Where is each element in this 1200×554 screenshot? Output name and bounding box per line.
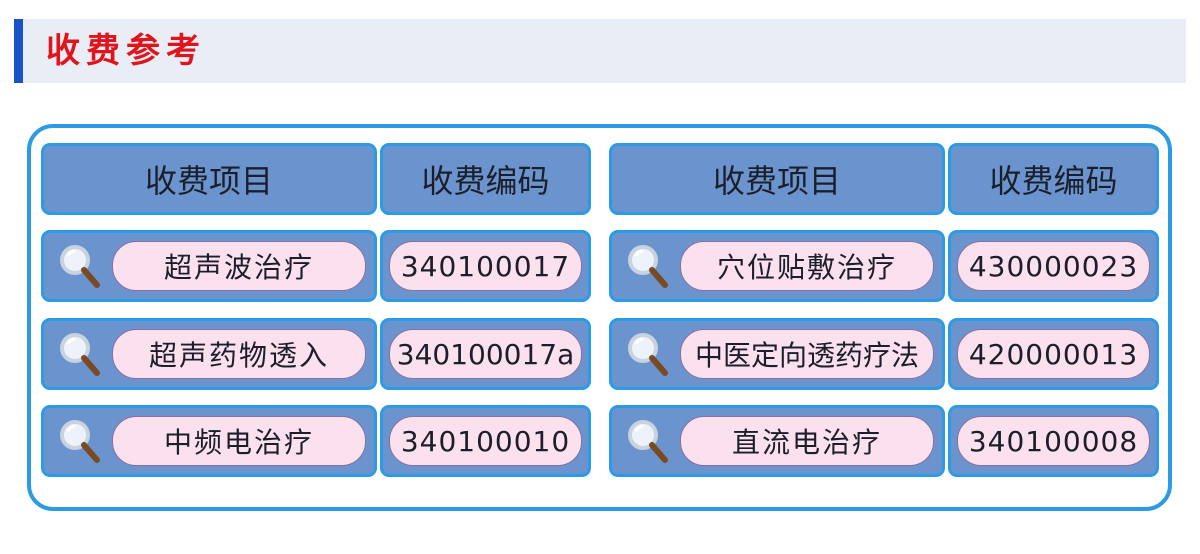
fee-code: 340100017 xyxy=(389,241,582,291)
fee-item-name: 直流电治疗 xyxy=(680,416,934,466)
column-header-item-right: 收费项目 xyxy=(609,143,945,215)
fee-item-name: 穴位贴敷治疗 xyxy=(680,241,934,291)
column-header-item-left: 收费项目 xyxy=(41,143,377,215)
magnifier-icon xyxy=(60,420,100,463)
fee-code: 340100017a xyxy=(389,329,582,379)
fee-code-cell: 340100017a xyxy=(380,318,591,390)
magnifier-icon xyxy=(60,333,100,376)
fee-code: 340100010 xyxy=(389,416,582,466)
magnifier-icon xyxy=(628,333,668,376)
fee-item-cell: 直流电治疗 xyxy=(609,405,945,477)
fee-item-cell: 超声波治疗 xyxy=(41,230,377,302)
fee-item-name: 中医定向透药疗法 xyxy=(680,329,934,379)
fee-code-cell: 340100008 xyxy=(948,405,1159,477)
fee-item-cell: 穴位贴敷治疗 xyxy=(609,230,945,302)
fee-item-cell: 超声药物透入 xyxy=(41,318,377,390)
fee-item-cell: 中频电治疗 xyxy=(41,405,377,477)
magnifier-icon xyxy=(628,420,668,463)
section-title: 收费参考 xyxy=(46,31,206,71)
fee-code: 420000013 xyxy=(957,329,1150,379)
fee-item-cell: 中医定向透药疗法 xyxy=(609,318,945,390)
fee-code: 430000023 xyxy=(957,241,1150,291)
magnifier-icon xyxy=(60,245,100,288)
section-header: 收费参考 xyxy=(14,19,1186,83)
fee-item-name: 超声波治疗 xyxy=(112,241,366,291)
magnifier-icon xyxy=(628,245,668,288)
fee-item-name: 中频电治疗 xyxy=(112,416,366,466)
fee-code-cell: 340100010 xyxy=(380,405,591,477)
fee-reference-table: 收费项目 收费编码 收费项目 收费编码 超声波治疗 340100017 超声药物… xyxy=(27,124,1172,511)
fee-code-cell: 340100017 xyxy=(380,230,591,302)
fee-code-cell: 420000013 xyxy=(948,318,1159,390)
fee-code-cell: 430000023 xyxy=(948,230,1159,302)
column-header-code-left: 收费编码 xyxy=(380,143,591,215)
fee-item-name: 超声药物透入 xyxy=(112,329,366,379)
fee-code: 340100008 xyxy=(957,416,1150,466)
column-header-code-right: 收费编码 xyxy=(948,143,1159,215)
header-accent-bar xyxy=(14,19,23,83)
